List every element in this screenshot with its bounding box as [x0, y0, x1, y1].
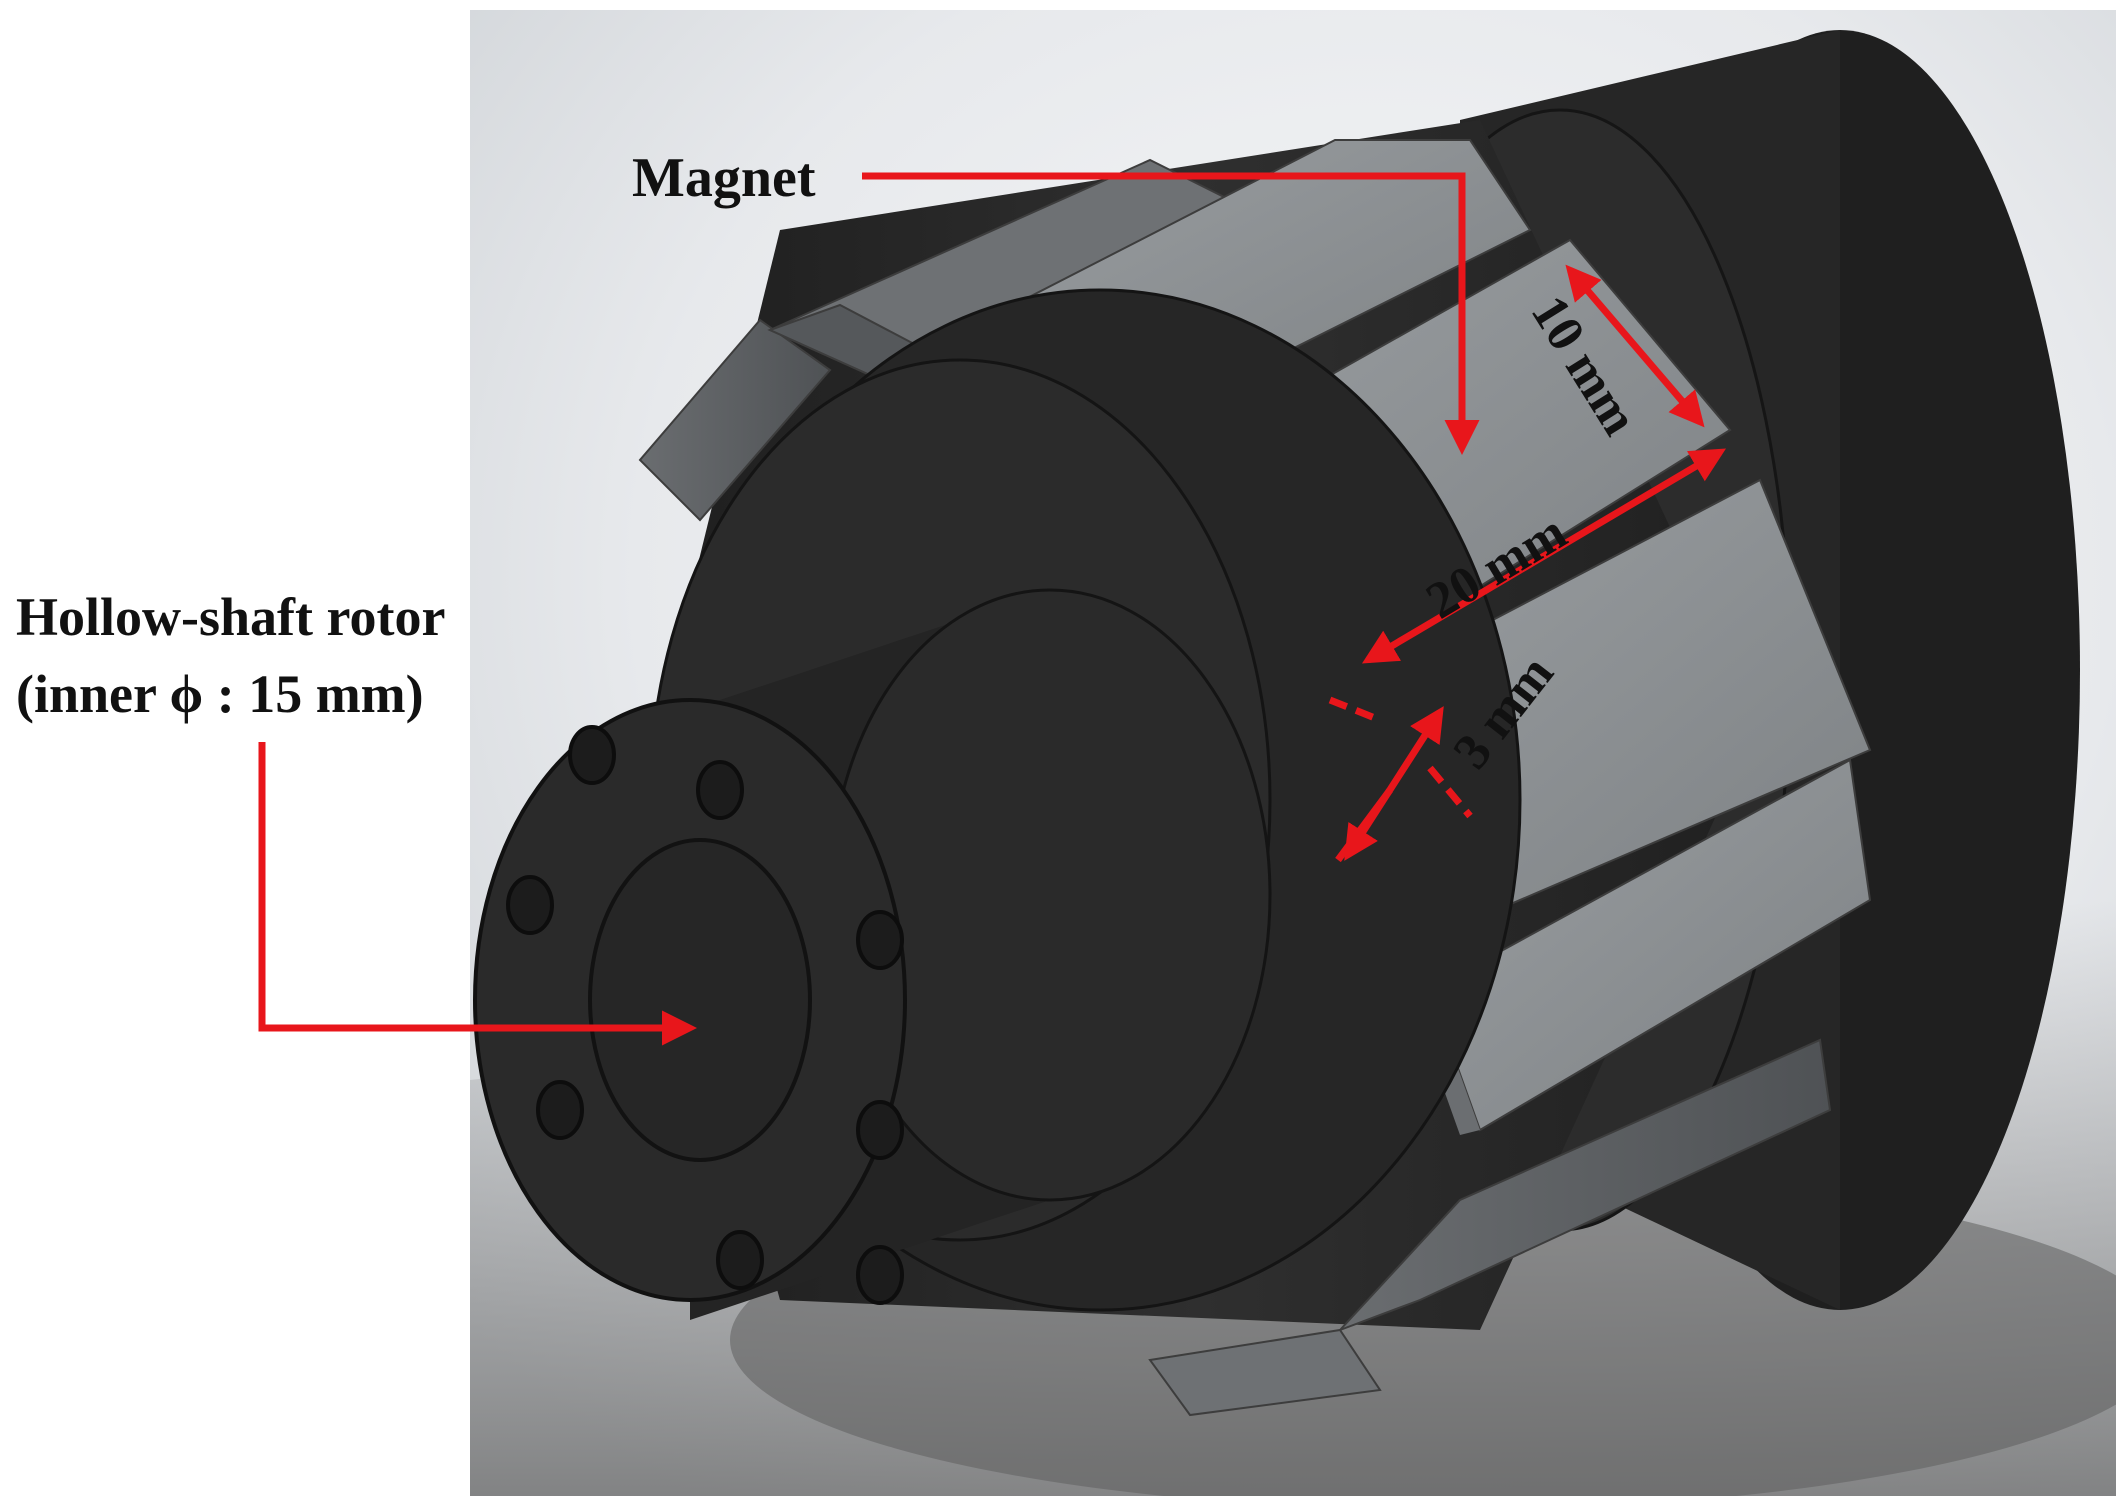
- magnet-label: Magnet: [632, 147, 816, 209]
- bolt-holes: [506, 725, 904, 1305]
- rotor-label-line1: Hollow-shaft rotor: [16, 587, 445, 647]
- magnet-top-left: [638, 318, 832, 522]
- magnet-bottom-2: [1148, 1328, 1382, 1417]
- magnet-bottom-1: [1339, 1038, 1832, 1331]
- annotations: [258, 172, 1727, 1046]
- hollow-shaft: [473, 588, 1272, 1320]
- magnet-leader: [862, 172, 1480, 455]
- rotor-leader: [258, 742, 697, 1046]
- shaft-bore: [588, 838, 812, 1162]
- dim-length-line: [1361, 448, 1727, 664]
- dim-thickness-ext-1: [1328, 696, 1382, 724]
- dim-thickness-ext-2: [1427, 765, 1473, 819]
- dim-thickness-ext-3: [1335, 787, 1393, 863]
- rotor-label-line2: (inner ϕ : 15 mm): [16, 664, 424, 724]
- dim-width-line: [1565, 264, 1705, 428]
